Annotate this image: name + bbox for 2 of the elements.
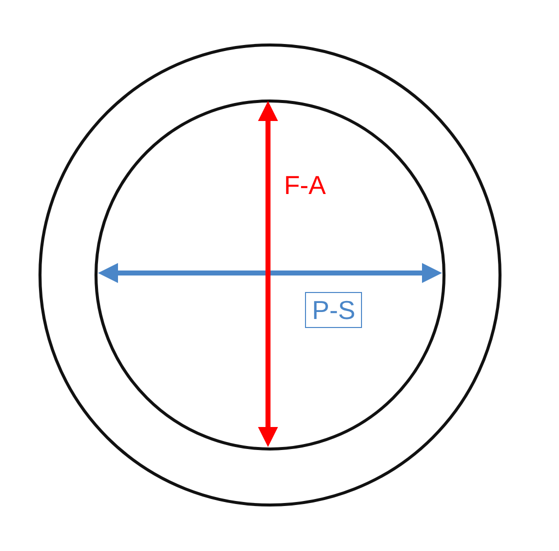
dimension-label: P-S bbox=[305, 292, 362, 328]
dimension-label: F-A bbox=[284, 170, 326, 200]
